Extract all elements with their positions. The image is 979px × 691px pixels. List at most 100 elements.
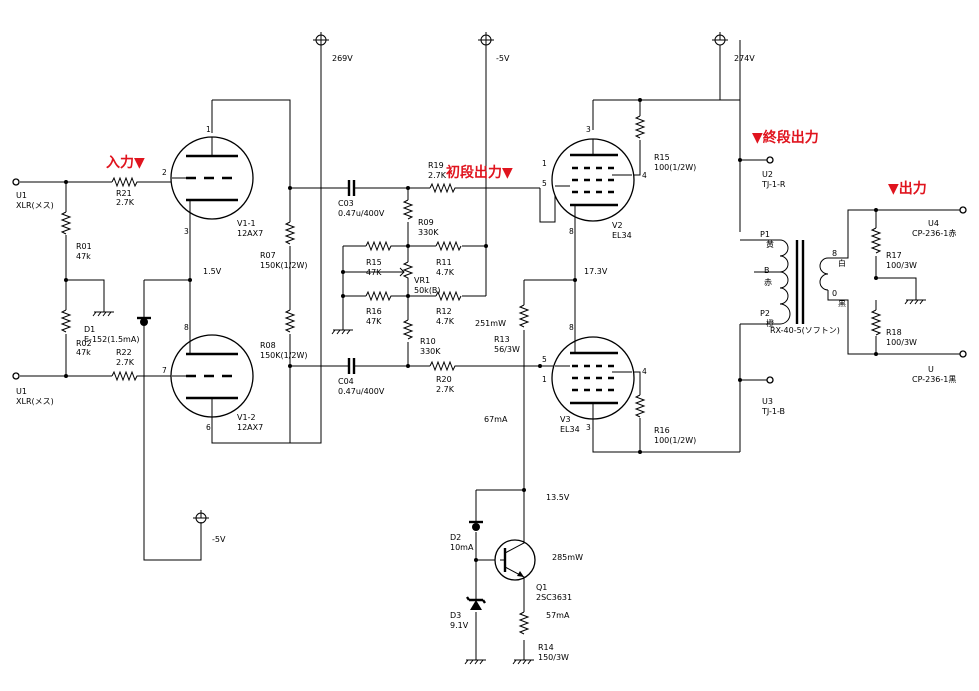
node-57ma: 57mA — [546, 611, 570, 620]
v1-1-ref: V1-1 — [237, 219, 256, 228]
r10-ref: R10 — [420, 337, 436, 346]
rail-269v-label: 269V — [332, 54, 353, 63]
tube-v2 — [551, 138, 635, 232]
r21-ref: R21 — [116, 189, 132, 198]
r16-47k-val: 47K — [366, 317, 382, 326]
t-s8: 8 — [832, 249, 837, 258]
rail-n5v-top-icon — [478, 32, 494, 46]
d2-crd-icon — [469, 520, 483, 531]
u1b-type: XLR(メス) — [16, 397, 54, 406]
c03-ref: C03 — [338, 199, 354, 208]
node-1-5v: 1.5V — [203, 267, 222, 276]
u4-terminal — [959, 206, 967, 214]
r01-ref: R01 — [76, 242, 92, 251]
q1-type: 2SC3631 — [536, 593, 572, 602]
r14-val: 150/3W — [538, 653, 569, 662]
r14-resistor — [518, 611, 530, 635]
transistor-q1-icon — [494, 535, 536, 584]
c04-val: 0.47u/400V — [338, 387, 385, 396]
t-s0: 0 — [832, 289, 837, 298]
rail-n5v-top-label: -5V — [496, 54, 510, 63]
c04-capacitor — [347, 358, 356, 374]
r19-ref: R19 — [428, 161, 444, 170]
r20-val: 2.7K — [436, 385, 455, 394]
r01-resistor — [60, 211, 72, 235]
r10-val: 330K — [420, 347, 441, 356]
d1-val: E-152(1.5mA) — [84, 335, 139, 344]
r15-100-val: 100(1/2W) — [654, 163, 696, 172]
u2-terminal — [766, 156, 774, 164]
ground-icon — [331, 329, 353, 335]
tube-v1-1 — [170, 136, 254, 226]
v2-pin-g3: 1 — [542, 159, 547, 168]
d2-val: 10mA — [450, 543, 474, 552]
u-ref: U — [928, 365, 934, 374]
v3-pin-plate: 3 — [586, 423, 591, 432]
vr1-ref: VR1 — [414, 276, 430, 285]
v2-pin-g2: 4 — [642, 171, 647, 180]
r13-val: 56/3W — [494, 345, 520, 354]
r17-ref: R17 — [886, 251, 902, 260]
ground-icon — [904, 299, 926, 305]
c03-capacitor — [347, 180, 356, 196]
r13-ref: R13 — [494, 335, 510, 344]
vr1-val: 50k(B) — [414, 286, 441, 295]
u1b-ref: U1 — [16, 387, 27, 396]
v1-2-pin-grid: 7 — [162, 366, 167, 375]
r16-47k-resistor — [365, 290, 394, 302]
v2-type: EL34 — [612, 231, 632, 240]
d2-ref: D2 — [450, 533, 461, 542]
r16-100-ref: R16 — [654, 426, 670, 435]
r02-ref: R02 — [76, 339, 92, 348]
ground-icon — [464, 659, 486, 665]
d3-zener-icon — [466, 596, 486, 610]
u3-ref: U3 — [762, 397, 773, 406]
u1-hot-terminal — [12, 178, 20, 186]
d3-ref: D3 — [450, 611, 461, 620]
u1a-ref: U1 — [16, 191, 27, 200]
r11-resistor — [435, 240, 462, 252]
t-ref: RX-40-5(ソフトン) — [770, 326, 840, 335]
ground-icon — [512, 659, 534, 665]
r19-resistor — [429, 182, 458, 194]
ground-symbols — [92, 299, 926, 665]
u3-type: TJ-1-B — [761, 407, 785, 416]
node-17-3v: 17.3V — [584, 267, 608, 276]
r12-ref: R12 — [436, 307, 452, 316]
t-p1-color: 黄 — [766, 239, 774, 249]
t-s8-color: 白 — [838, 258, 846, 268]
v1-2-type: 12AX7 — [237, 423, 263, 432]
input-annotation: 入力▼ — [106, 154, 145, 171]
junction-dots — [64, 98, 878, 562]
first-stage-output-annotation: 初段出力▼ — [446, 164, 513, 181]
output-transformer-icon — [779, 239, 829, 325]
r12-resistor — [435, 290, 462, 302]
t-b: B — [764, 266, 770, 275]
r20-resistor — [429, 360, 458, 372]
r08-val: 150K(1/2W) — [260, 351, 308, 360]
d1-ref: D1 — [84, 325, 95, 334]
capacitors — [343, 180, 359, 374]
r08-resistor — [284, 309, 296, 333]
t-p2: P2 — [760, 309, 770, 318]
r15-47k-resistor — [365, 240, 394, 252]
node-67ma: 67mA — [484, 415, 508, 424]
vr1-wiper-arrow — [398, 267, 405, 277]
q1-ref: Q1 — [536, 583, 547, 592]
r09-val: 330K — [418, 228, 439, 237]
ground-icon — [92, 311, 114, 317]
r22-resistor — [111, 370, 140, 382]
r07-val: 150K(1/2W) — [260, 261, 308, 270]
r17-resistor — [870, 227, 882, 254]
r16-47k-ref: R16 — [366, 307, 382, 316]
u4-ref: U4 — [928, 219, 939, 228]
r09-resistor — [402, 199, 414, 220]
d1-crd-icon — [137, 280, 151, 326]
v3-type: EL34 — [560, 425, 580, 434]
u1-cold-terminal — [12, 372, 20, 380]
r18-ref: R18 — [886, 328, 902, 337]
v1-2-ref: V1-2 — [237, 413, 256, 422]
u3-terminal — [766, 376, 774, 384]
wires — [20, 40, 960, 660]
node-13-5v: 13.5V — [546, 493, 570, 502]
